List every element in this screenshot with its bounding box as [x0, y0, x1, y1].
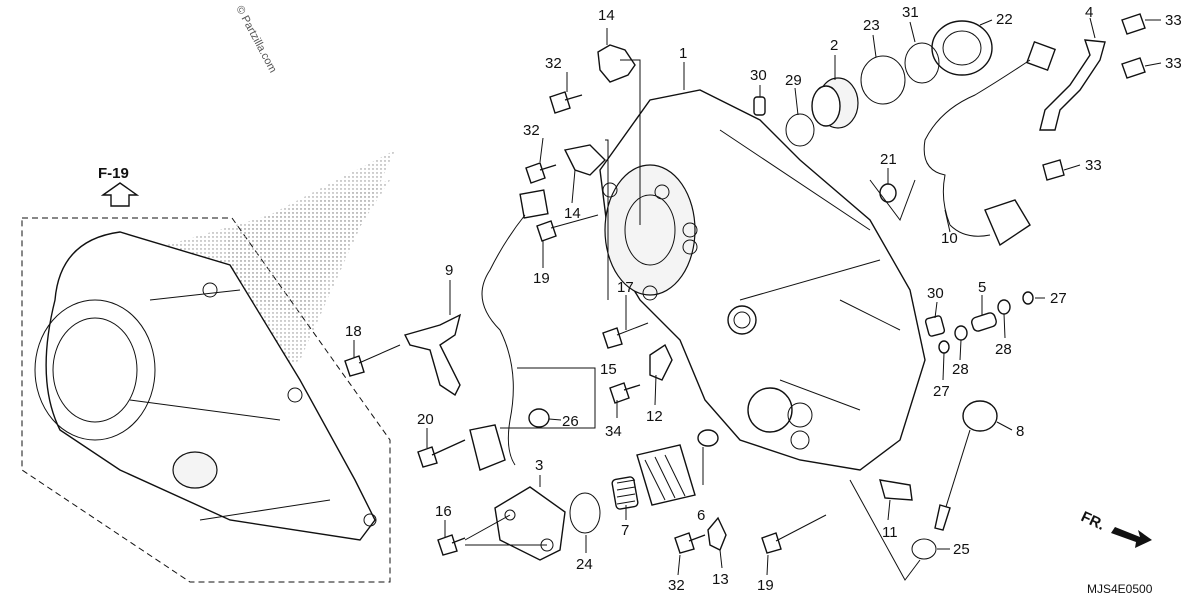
callout-23: 23 — [863, 17, 880, 34]
direction-arrow-icon — [1111, 527, 1152, 548]
o-ring-part — [785, 113, 815, 147]
callout-28-low: 28 — [952, 361, 969, 378]
callout-30-right: 30 — [927, 285, 944, 302]
callout-14-mid: 14 — [564, 205, 581, 222]
bolt-part — [525, 91, 583, 184]
callout-28-right: 28 — [995, 341, 1012, 358]
washer-part — [954, 325, 968, 341]
callout-10: 10 — [941, 230, 958, 247]
callout-33-top: 33 — [1165, 12, 1182, 29]
callout-1: 1 — [679, 45, 687, 62]
washer-part — [879, 183, 897, 203]
callout-25: 25 — [953, 541, 970, 558]
bracket-part — [563, 144, 606, 176]
spring-part — [611, 476, 639, 510]
callout-33-mid: 33 — [1165, 55, 1182, 72]
callout-14-top: 14 — [598, 7, 615, 24]
callout-13: 13 — [712, 571, 729, 588]
callout-21: 21 — [880, 151, 897, 168]
o-ring-part — [911, 538, 937, 560]
callout-7: 7 — [621, 522, 629, 539]
callout-22: 22 — [996, 11, 1013, 28]
callout-32-low: 32 — [668, 577, 685, 594]
reference-label: F-19 — [98, 165, 129, 182]
callout-8: 8 — [1016, 423, 1024, 440]
bolt-part — [417, 439, 466, 468]
callout-4: 4 — [1085, 4, 1093, 21]
reference-arrow-icon — [100, 182, 140, 207]
bracket-part — [403, 313, 462, 397]
callout-3: 3 — [535, 457, 543, 474]
washer-part — [997, 299, 1011, 315]
callout-18: 18 — [345, 323, 362, 340]
o-ring-part — [860, 55, 906, 105]
o-ring-part — [569, 492, 601, 534]
callout-31: 31 — [902, 4, 919, 21]
callout-2: 2 — [830, 37, 838, 54]
bolt-part — [344, 344, 401, 377]
bolt-part — [1042, 13, 1146, 181]
cover-dashed-outline — [21, 217, 391, 583]
pin-part — [971, 312, 997, 332]
bolt-part — [437, 534, 466, 556]
callout-17: 17 — [617, 279, 634, 296]
bolt-part — [674, 532, 706, 554]
sensor-part — [923, 41, 1056, 247]
callout-5: 5 — [978, 279, 986, 296]
callout-27-low: 27 — [933, 383, 950, 400]
bolt-part — [761, 514, 827, 554]
callout-20: 20 — [417, 411, 434, 428]
dowel-pin-part — [924, 315, 946, 337]
callout-19-low: 19 — [757, 577, 774, 594]
crankcase-cover-part — [599, 89, 926, 471]
dowel-pin-part — [753, 96, 766, 116]
callout-11: 11 — [882, 524, 898, 541]
callout-27-right: 27 — [1050, 290, 1067, 307]
plate-part — [879, 479, 913, 501]
callout-15: 15 — [600, 361, 617, 378]
washer-part — [1022, 291, 1034, 305]
cover-plate-part — [494, 486, 566, 561]
drawing-code: MJS4E0500 — [1087, 582, 1153, 596]
cap-part — [811, 77, 859, 129]
plate-part — [1039, 39, 1106, 131]
direction-label: FR. — [1078, 508, 1107, 534]
callout-6: 6 — [697, 507, 705, 524]
callout-24: 24 — [576, 556, 593, 573]
bolt-part — [602, 322, 649, 349]
callout-32-mid: 32 — [523, 122, 540, 139]
clip-part — [707, 516, 727, 551]
bracket-part — [597, 44, 636, 83]
wire-harness-part — [469, 189, 549, 471]
callout-9: 9 — [445, 262, 453, 279]
callout-19-top: 19 — [533, 270, 550, 287]
watermark-text: © Partzilla.com — [233, 4, 278, 75]
bearing-part — [931, 20, 993, 76]
bolt-part — [609, 382, 641, 404]
left-cover-part — [34, 231, 377, 541]
callout-26: 26 — [562, 413, 579, 430]
washer-part — [938, 340, 950, 354]
callout-32-top: 32 — [545, 55, 562, 72]
callout-16: 16 — [435, 503, 452, 520]
bolt-part — [536, 214, 599, 242]
callout-labels: 14 1 30 29 2 23 31 22 4 33 33 32 32 14 2… — [345, 4, 1182, 594]
plate-part — [649, 343, 673, 381]
leader-lines — [353, 17, 1162, 581]
snap-ring-part — [904, 42, 940, 84]
callout-12: 12 — [646, 408, 663, 425]
callout-34: 34 — [605, 423, 622, 440]
dipstick-part — [934, 400, 998, 531]
callout-29: 29 — [785, 72, 802, 89]
washer-part — [528, 408, 550, 428]
oil-filter-part — [636, 429, 719, 506]
callout-30-top: 30 — [750, 67, 767, 84]
callout-33-low: 33 — [1085, 157, 1102, 174]
